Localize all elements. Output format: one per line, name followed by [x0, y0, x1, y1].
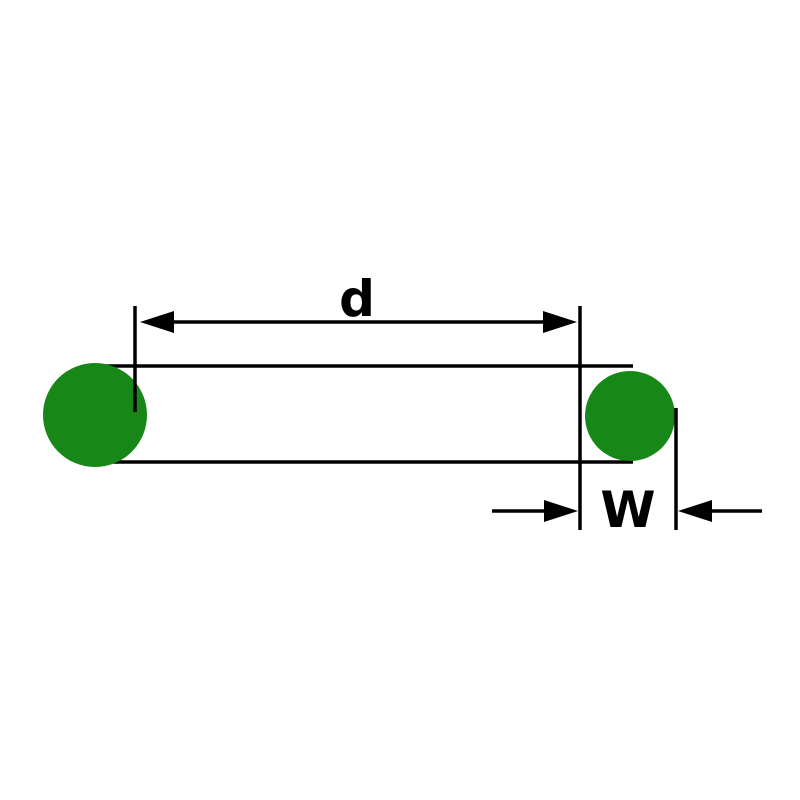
dim-w-arrowhead-left — [544, 500, 578, 522]
dim-w-label: W — [600, 481, 655, 539]
dim-d-arrowhead-left — [140, 311, 174, 333]
oring-right-cross-section — [585, 371, 675, 461]
oring-left-cross-section — [43, 363, 147, 467]
dim-d-label: d — [339, 270, 375, 328]
dim-w-arrowhead-right — [678, 500, 712, 522]
dim-d-arrowhead-right — [543, 311, 577, 333]
